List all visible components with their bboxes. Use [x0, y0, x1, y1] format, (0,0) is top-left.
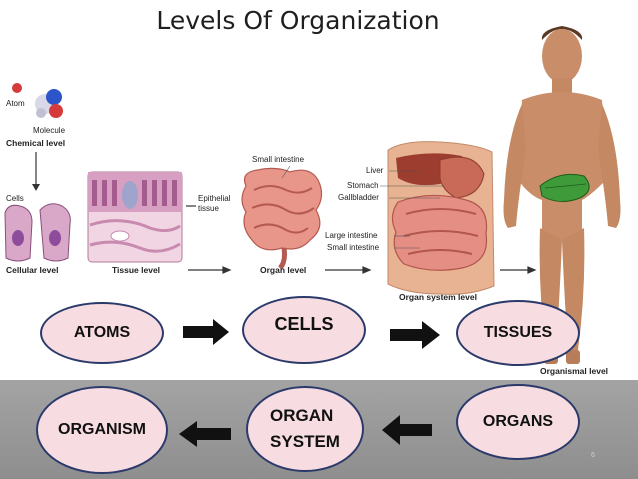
organism-oval: ORGANISM	[36, 386, 168, 474]
chemical-level-label: Chemical level	[6, 138, 66, 148]
cellular-level-label: Cellular level	[6, 265, 59, 275]
epithelial-label-line1: Epithelial	[198, 194, 231, 203]
cells-oval: CELLS	[242, 296, 366, 364]
tissue-level-label: Tissue level	[112, 265, 161, 275]
small-intestine-label: Small intestine	[327, 243, 380, 252]
organ-system-level-label: Organ system level	[399, 292, 477, 302]
cells-icon	[4, 203, 71, 262]
atom-label: Atom	[6, 99, 25, 108]
organismal-level-label: Organismal level	[540, 366, 609, 376]
organ-system-label-line2: SYSTEM	[270, 432, 340, 451]
stomach-label: Stomach	[347, 181, 379, 190]
leader-lines	[281, 165, 444, 249]
epithelial-label-line2: tissue	[198, 204, 219, 213]
organs-oval: ORGANS	[456, 384, 580, 460]
molecule-label: Molecule	[33, 126, 66, 135]
organ-system-oval: ORGAN SYSTEM	[246, 386, 364, 472]
atoms-label: ATOMS	[73, 324, 131, 341]
organism-label: ORGANISM	[58, 421, 146, 438]
cells-label: Cells	[6, 194, 24, 203]
large-intestine-label: Large intestine	[325, 231, 378, 240]
page-number: 6	[591, 452, 595, 459]
right-arrow-icon	[390, 321, 440, 349]
organs-label: ORGANS	[482, 413, 554, 430]
atoms-oval: ATOMS	[40, 302, 164, 364]
gallbladder-label: Gallbladder	[338, 193, 379, 202]
title-box	[86, 0, 510, 46]
tissue-icon	[87, 171, 183, 263]
page-title: Levels Of Organization	[156, 6, 440, 35]
down-arrow-icon	[32, 152, 40, 191]
organ-system-label-line1: ORGAN	[270, 406, 334, 425]
cells-label-text: CELLS	[274, 313, 334, 334]
right-arrow-icon	[183, 319, 229, 345]
level-arrows	[186, 205, 537, 274]
left-arrow-icon	[179, 421, 231, 447]
small-intestine-icon	[241, 167, 323, 270]
organ-level-label: Organ level	[260, 265, 307, 275]
digestive-system-icon	[387, 141, 495, 295]
atom-icon	[12, 83, 22, 93]
tissues-oval: TISSUES	[456, 300, 580, 366]
liver-label: Liver	[366, 166, 384, 175]
molecule-icon	[35, 89, 63, 118]
small-intestine-top-label: Small intestine	[252, 155, 305, 164]
left-arrow-icon	[382, 415, 432, 445]
tissues-label: TISSUES	[483, 324, 553, 341]
